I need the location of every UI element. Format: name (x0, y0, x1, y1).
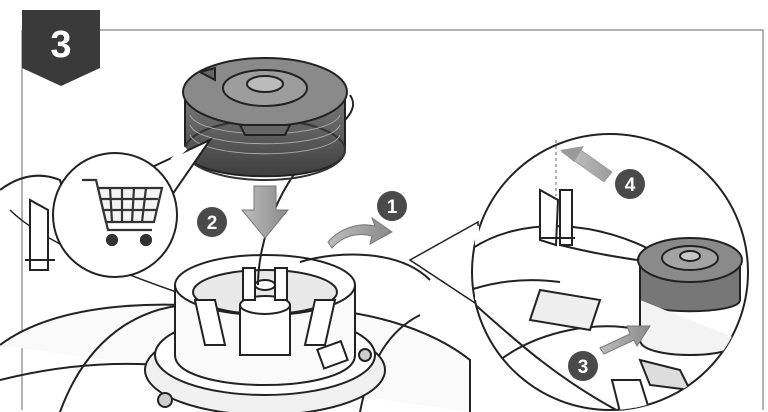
callout-4: 4 (615, 169, 645, 199)
callout-2: 2 (197, 207, 227, 237)
spool-housing-icon (144, 254, 386, 412)
arrow-up-icon (560, 146, 613, 183)
shopping-cart-icon (82, 178, 164, 247)
callout-1: 1 (377, 191, 407, 221)
figure-frame (100, 29, 764, 410)
callout-1-label: 1 (387, 197, 398, 218)
zoom-detail (408, 133, 749, 411)
callout-3-label: 3 (578, 357, 589, 378)
callout-3: 3 (568, 351, 598, 381)
cart-bubble (52, 137, 213, 278)
arrow-down-icon (240, 185, 290, 239)
callout-4-label: 4 (625, 175, 636, 196)
arrow-right-icon (327, 216, 393, 249)
step-badge-icon: 3 (22, 10, 100, 86)
callout-2-label: 2 (207, 213, 218, 234)
zoom-spool (637, 237, 743, 356)
trimmer-line-exit (299, 253, 431, 281)
arrow-insert-icon (599, 325, 651, 355)
spool-icon (182, 57, 348, 181)
step-number: 3 (50, 24, 71, 66)
